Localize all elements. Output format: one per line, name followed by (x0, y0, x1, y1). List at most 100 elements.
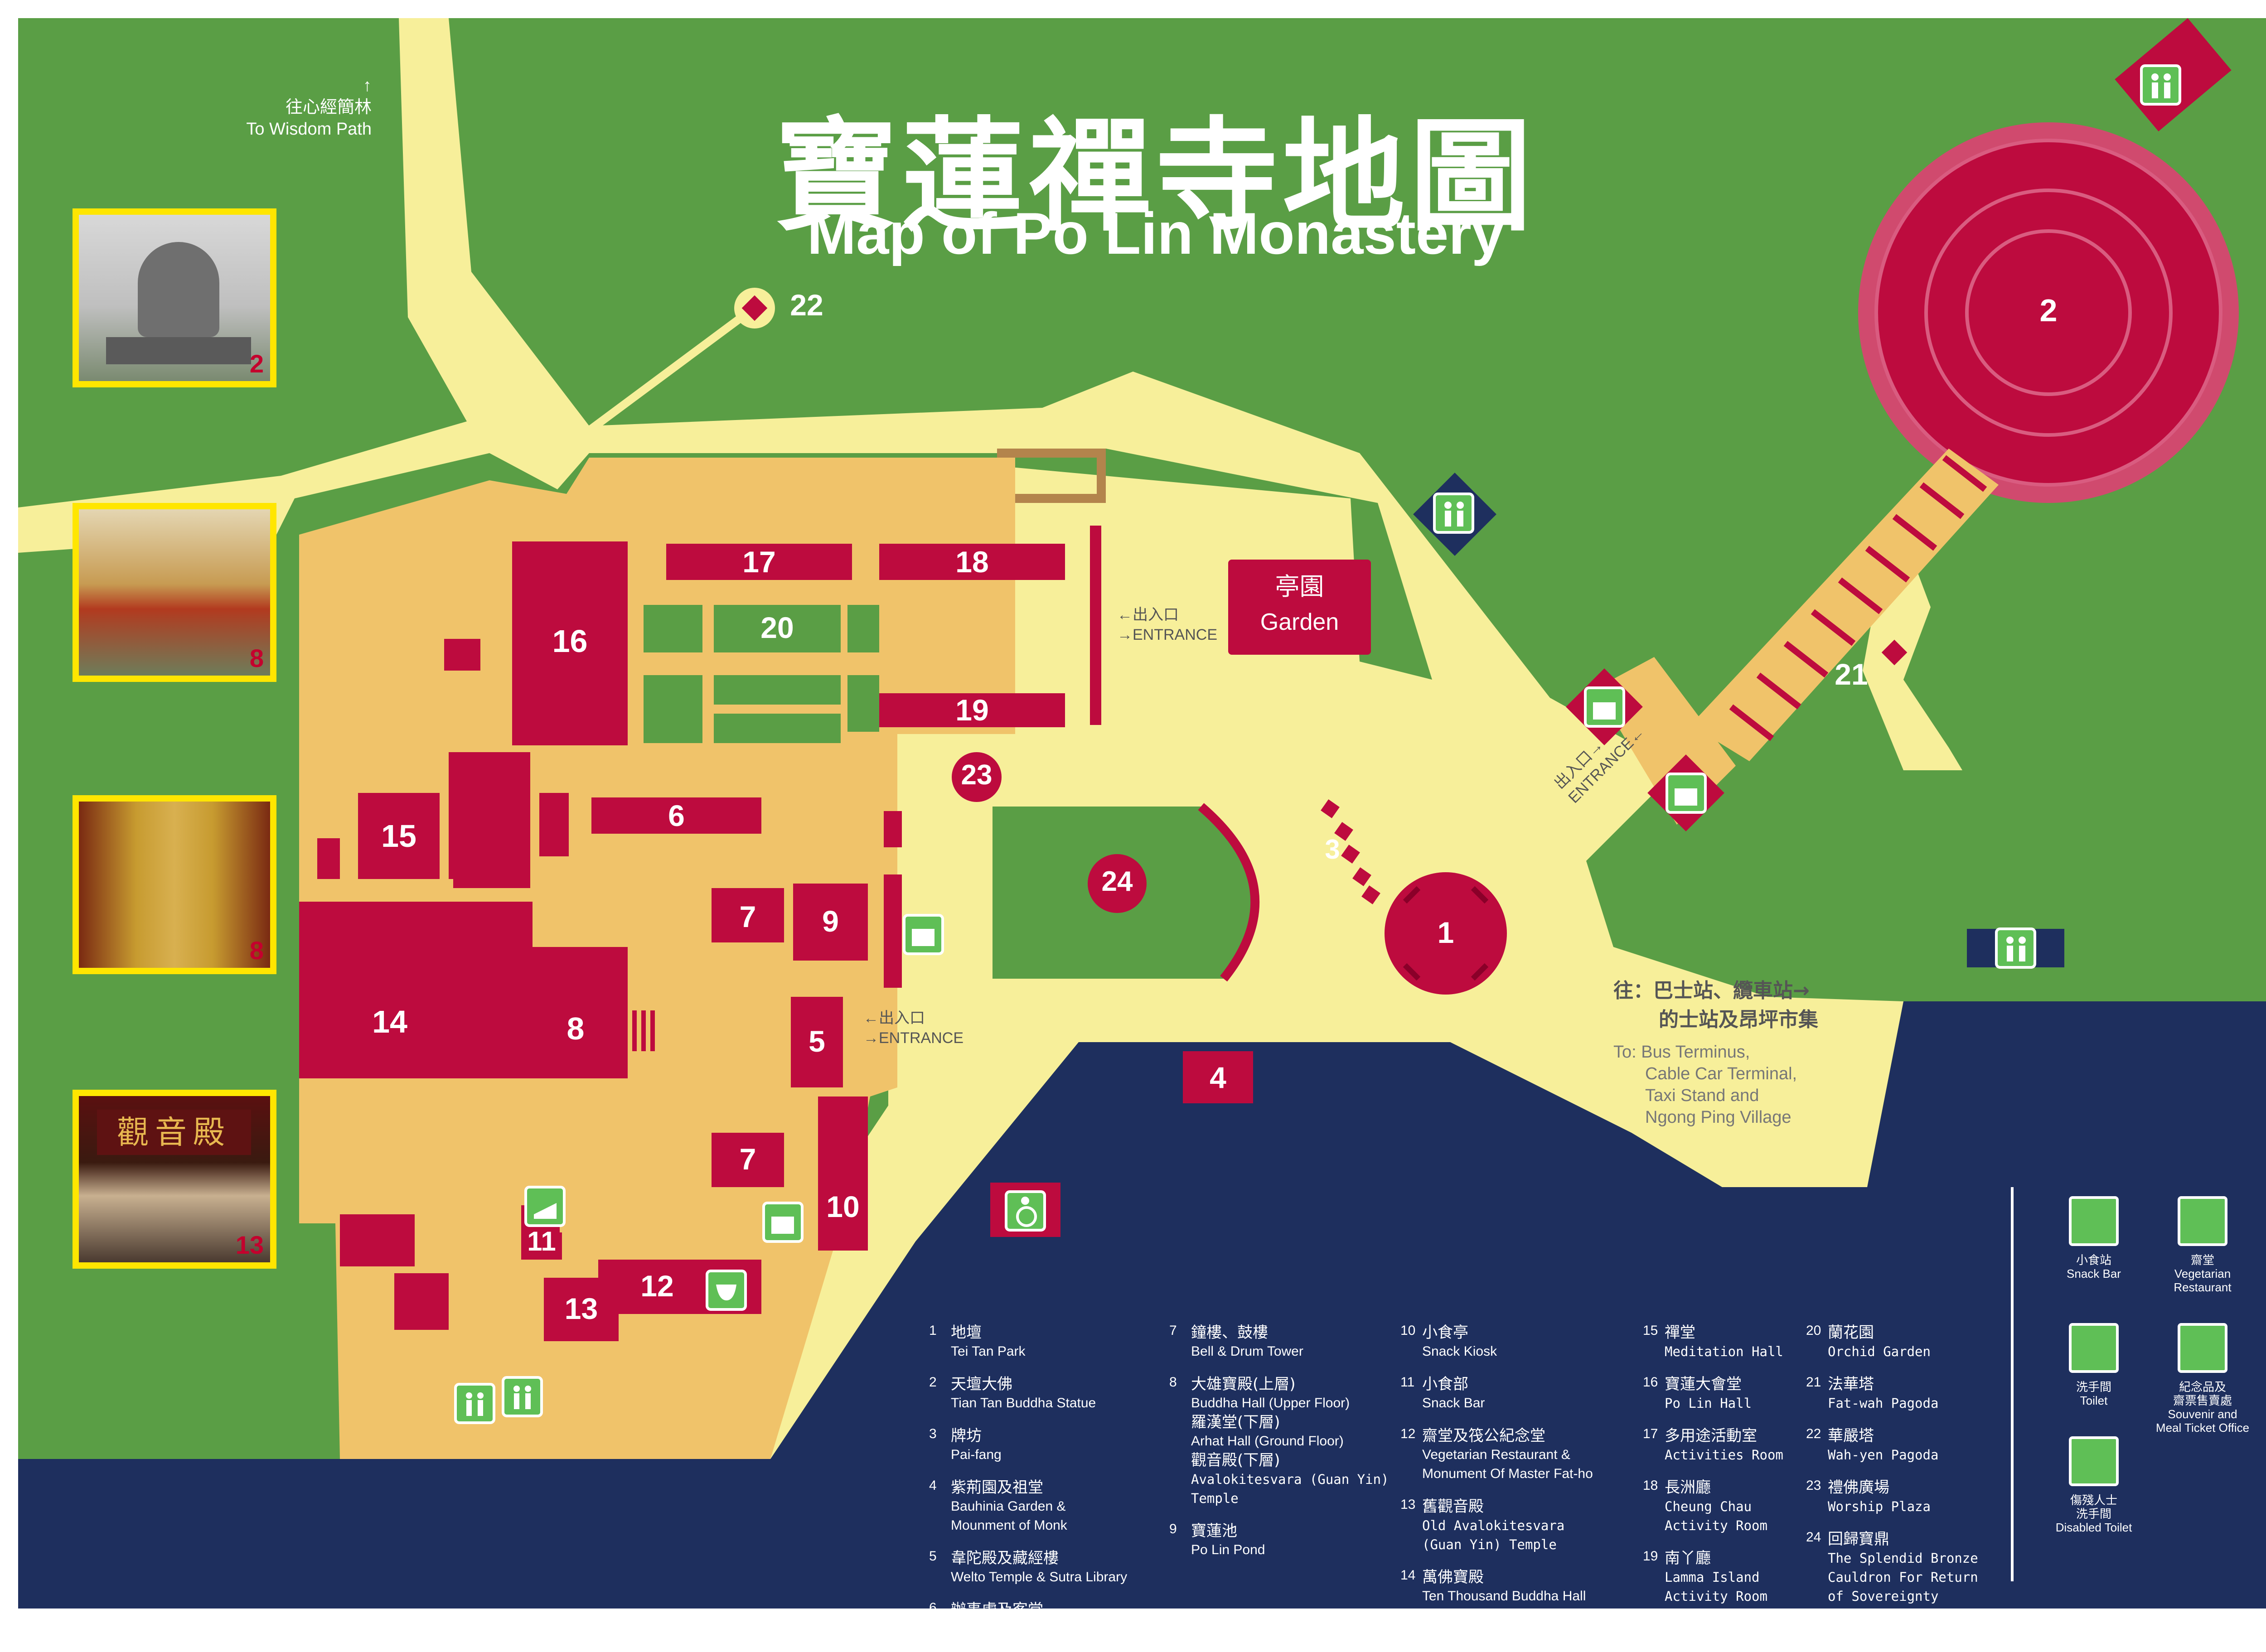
building-19-label: 19 (955, 693, 989, 727)
building-9 (793, 884, 868, 961)
wah-yen-pagoda (741, 295, 768, 321)
building-12-label: 12 (640, 1269, 674, 1303)
east-grass (1881, 562, 2266, 974)
grass-bank (1002, 449, 1432, 680)
building-17 (666, 544, 852, 580)
map-title-en: Map of Po Lin Monastery (807, 200, 1505, 266)
toilet-icon (454, 1383, 495, 1424)
wheelchair-icon (2069, 1436, 2119, 1486)
building-11-label: 11 (527, 1226, 556, 1256)
building-18-label: 18 (955, 545, 989, 579)
building-14-label: 14 (372, 1004, 407, 1039)
fat-wah-pagoda-label: 21 (1835, 657, 1868, 691)
building-6-label: 6 (668, 799, 685, 832)
photo-number: 8 (249, 936, 264, 965)
photo-guan-yin-temple: 觀音殿 13 (73, 1090, 276, 1269)
wisdom-path-direction: ↑ 往心經簡林 To Wisdom Path (236, 75, 372, 140)
photo-number: 8 (249, 644, 264, 672)
buddha-statue-label: 2 (2039, 293, 2058, 328)
bus-terminus-direction: 往：巴士站、纜車站→ 的士站及昂坪市集 To: Bus Terminus, Ca… (1613, 979, 1818, 1127)
orchid-garden-label: 20 (760, 611, 794, 644)
building-15-label: 15 (381, 818, 416, 854)
building-7a-label: 7 (739, 900, 756, 933)
building-7b-label: 7 (739, 1142, 756, 1176)
building-7b (712, 1133, 784, 1187)
building-5-label: 5 (809, 1024, 825, 1058)
path-branch (444, 272, 589, 430)
building-8-label: 8 (566, 1011, 585, 1046)
entrance-east: ←出入口 →ENTRANCE (1117, 606, 1218, 643)
building-6 (591, 797, 761, 834)
fat-wah-pagoda (1881, 639, 1908, 666)
photo-buddha-hall: 8 (73, 503, 276, 682)
building-4 (1183, 1051, 1253, 1103)
snack-icon (524, 1186, 566, 1227)
orchid-garden (644, 605, 879, 743)
building-16 (512, 541, 628, 745)
up-arrow-icon: ↑ (363, 76, 372, 95)
building-10 (818, 1097, 868, 1251)
buildings (299, 526, 1253, 1341)
building-16-label: 16 (552, 623, 588, 659)
key-vegetarian-restaurant: 齋堂 Vegetarian Restaurant (2157, 1196, 2248, 1294)
toilet-icon (1433, 493, 1474, 534)
toilet-icon (1995, 927, 2036, 969)
key-disabled-toilet: 傷殘人士 洗手間 Disabled Toilet (2039, 1436, 2148, 1534)
garden-pavilion-label: 亭園 Garden (1260, 572, 1339, 635)
pai-fang (1321, 799, 1380, 904)
map-title-zh: 寶蓮禪寺地圖 (775, 105, 1536, 248)
building-7a (712, 888, 784, 942)
building-15b (358, 793, 440, 879)
worship-plaza-label: 23 (961, 759, 993, 791)
building-5 (791, 997, 843, 1087)
photo-number: 13 (235, 1231, 264, 1259)
toilet-icon (2069, 1323, 2119, 1373)
tei-tan-park (1385, 872, 1507, 995)
buddha-icon (138, 242, 219, 337)
buddha-stairway (1690, 449, 1999, 761)
wah-yen-pagoda-label: 22 (790, 288, 823, 322)
building-17-label: 17 (742, 545, 776, 579)
building-18 (879, 544, 1065, 580)
building-19 (879, 693, 1065, 727)
key-snack-bar: 小食站 Snack Bar (2053, 1196, 2135, 1280)
snack-icon (2069, 1196, 2119, 1246)
entrance-west: ←出入口 →ENTRANCE (863, 1010, 964, 1047)
building-8 (489, 947, 628, 1078)
photo-buddha-statue: 2 (73, 208, 276, 387)
gift-icon (2178, 1323, 2227, 1373)
toilet-icon (2140, 64, 2181, 106)
building-10-label: 10 (826, 1190, 860, 1223)
toilet-icon (502, 1376, 543, 1417)
pai-fang-label: 3 (1325, 834, 1340, 865)
building-13 (544, 1278, 619, 1341)
key-toilet: 洗手間 Toilet (2053, 1323, 2135, 1407)
building-13-label: 13 (564, 1292, 598, 1325)
photo-hall-interior: 8 (73, 795, 276, 974)
photo-number: 2 (249, 349, 264, 378)
